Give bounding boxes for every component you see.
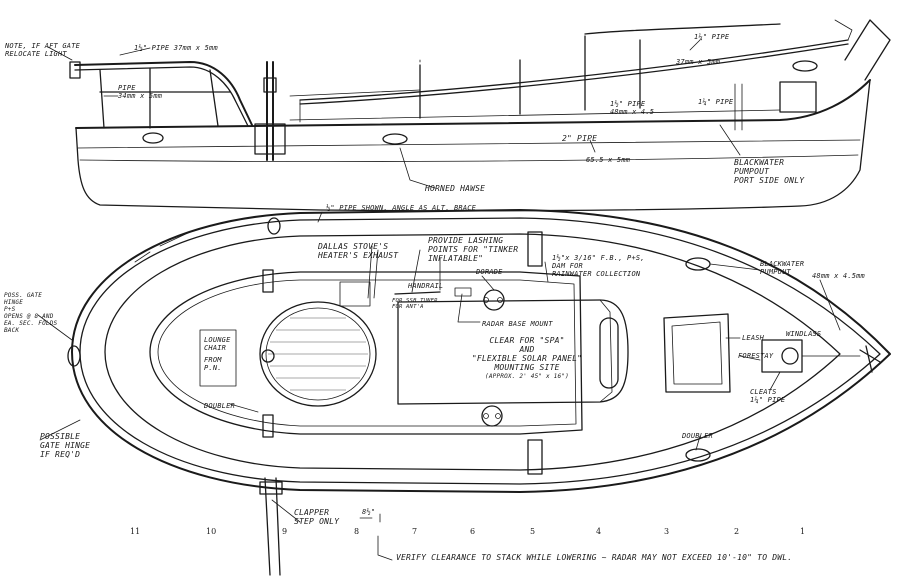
forestay-label: FORESTAY	[738, 352, 774, 360]
station-label: 10	[206, 527, 217, 536]
pipe-2in-mm-label: 65.5 x 5mm	[586, 156, 631, 164]
note-line: CLEATS	[750, 388, 777, 396]
station-label: 7	[412, 527, 418, 536]
station-label: 4	[596, 527, 602, 536]
half-pipe-label: ½" PIPE SHOWN, ANGLE AS ALT. BRACE	[326, 204, 477, 212]
pipe-mid2-label: 1¼" PIPE	[698, 98, 734, 106]
note-line: CLEAR FOR "SPA"	[489, 336, 565, 345]
note-line: OPENS @ 8 AND	[4, 313, 54, 320]
note-line: DALLAS STOVE'S	[318, 242, 389, 251]
profile-view	[47, 19, 891, 212]
note-line: HEATER'S EXHAUST	[318, 251, 399, 260]
blackwater-plan-label: BLACKWATER PUMPOUT	[760, 260, 804, 276]
doubler-aft-label: DOUBLER	[204, 402, 235, 410]
note-line: FROM	[204, 356, 222, 364]
station-label: 2	[734, 527, 740, 536]
note-line: PROVIDE LASHING	[428, 236, 504, 245]
note-line: "FLEXIBLE SOLAR PANEL"	[471, 354, 583, 363]
note-line: EA. SEC. FOLDS	[4, 320, 58, 327]
station-label: 5	[530, 527, 536, 536]
note-line: POSS. GATE	[4, 292, 43, 299]
leash-label: LEASH	[742, 334, 765, 342]
note-line: 34mm x 5mm	[118, 92, 163, 100]
station-label: 3	[664, 527, 670, 536]
note-line: HINGE	[4, 299, 24, 306]
lashing-label: PROVIDE LASHING POINTS FOR "TINKER INFLA…	[428, 236, 518, 263]
note-line: 1¼" PIPE	[750, 396, 786, 404]
note-line: (APPROX. 2' 45" x 16")	[485, 373, 569, 380]
note-line: PORT SIDE ONLY	[734, 176, 805, 185]
blackwater-profile-label: BLACKWATER PUMPOUT PORT SIDE ONLY	[734, 158, 804, 185]
note-line: MOUNTING SITE	[494, 363, 560, 372]
note-line: CHAIR	[204, 344, 227, 352]
pipe-bow-plan-label: 48mm x 4.5mm	[812, 272, 865, 280]
note-line: P.N.	[204, 364, 222, 372]
station-label: 1	[800, 527, 806, 536]
handrail-label: HANDRAIL	[408, 282, 444, 290]
note-relocate-light: NOTE, IF AFT GATE RELOCATE LIGHT	[5, 42, 80, 58]
note-line: STEP ONLY	[294, 517, 340, 526]
note-line: PUMPOUT	[760, 268, 791, 276]
pipe-left-label: PIPE 34mm x 5mm	[118, 84, 162, 100]
note-line: FOR SSB TUNER	[392, 298, 438, 304]
solar-clear-label: CLEAR FOR "SPA" AND "FLEXIBLE SOLAR PANE…	[452, 336, 602, 381]
clapper-label: CLAPPER STEP ONLY	[294, 508, 339, 526]
gate-hinge-label: POSS. GATE HINGE P+S OPENS @ 8 AND EA. S…	[4, 292, 57, 334]
note-line: LOUNGE	[204, 336, 231, 344]
note-line: 1½" PIPE	[610, 100, 646, 108]
note-line: 1½"x 3/16" F.B., P+S,	[552, 254, 645, 262]
stove-exhaust-label: DALLAS STOVE'S HEATER'S EXHAUST	[318, 242, 398, 260]
doubler-fwd-label: DOUBLER	[682, 432, 713, 440]
station-label: 11	[130, 527, 141, 536]
note-line: RAINWATER COLLECTION	[552, 270, 641, 278]
horned-hawse-label: HORNED HAWSE	[425, 184, 486, 193]
note-line: GATE HINGE	[40, 441, 91, 450]
pipe-mid-label: 1½" PIPE 48mm x 4.5	[610, 100, 654, 116]
note-line: CLAPPER	[294, 508, 330, 517]
note-line: NOTE, IF AFT GATE	[5, 42, 81, 50]
plan-view	[37, 209, 891, 576]
note-line: BACK	[4, 327, 20, 334]
note-line: PIPE	[118, 84, 136, 92]
note-line: AND	[519, 345, 535, 354]
note-line: DAM FOR	[552, 262, 583, 270]
note-line: BLACKWATER	[760, 260, 805, 268]
lounge-chair-label: LOUNGE CHAIR FROM P.N.	[204, 336, 231, 372]
radar-mount-label: RADAR BASE MOUNT	[482, 320, 553, 328]
cleat-label: CLEATS 1¼" PIPE	[750, 388, 785, 404]
note-line: 48mm x 4.5	[610, 108, 655, 116]
station-label: 6	[470, 527, 476, 536]
station-label: 8	[354, 527, 360, 536]
step-dimension-label: 8½"	[362, 508, 376, 516]
windlass-label: WINDLASS	[786, 330, 822, 338]
note-line: BLACKWATER	[734, 158, 785, 167]
note-line: POINTS FOR "TINKER	[428, 245, 519, 254]
note-line: RELOCATE LIGHT	[5, 50, 67, 58]
pipe-bow-mm-label: 37mm x 5mm	[676, 58, 721, 66]
note-line: FOR ANT'A	[392, 304, 424, 310]
antenna-label: FOR SSB TUNER FOR ANT'A	[392, 298, 438, 310]
station-label: 9	[282, 527, 288, 536]
note-line: INFLATABLE"	[428, 254, 484, 263]
pipe-top-label: 1½" PIPE 37mm x 5mm	[134, 44, 218, 52]
verify-clearance-note: VERIFY CLEARANCE TO STACK WHILE LOWERING…	[396, 553, 793, 562]
pipe-2in-label: 2" PIPE	[562, 134, 598, 143]
fb-rainwater-label: 1½"x 3/16" F.B., P+S, DAM FOR RAINWATER …	[552, 254, 645, 278]
note-line: IF REQ'D	[40, 450, 81, 459]
possible-gate-label: POSSIBLE GATE HINGE IF REQ'D	[40, 432, 90, 459]
pipe-bow-top-label: 1¼" PIPE	[694, 33, 730, 41]
note-line: POSSIBLE	[40, 432, 81, 441]
note-line: PUMPOUT	[734, 167, 770, 176]
note-line: P+S	[4, 306, 16, 313]
dorade-label: DORADE	[476, 268, 503, 276]
